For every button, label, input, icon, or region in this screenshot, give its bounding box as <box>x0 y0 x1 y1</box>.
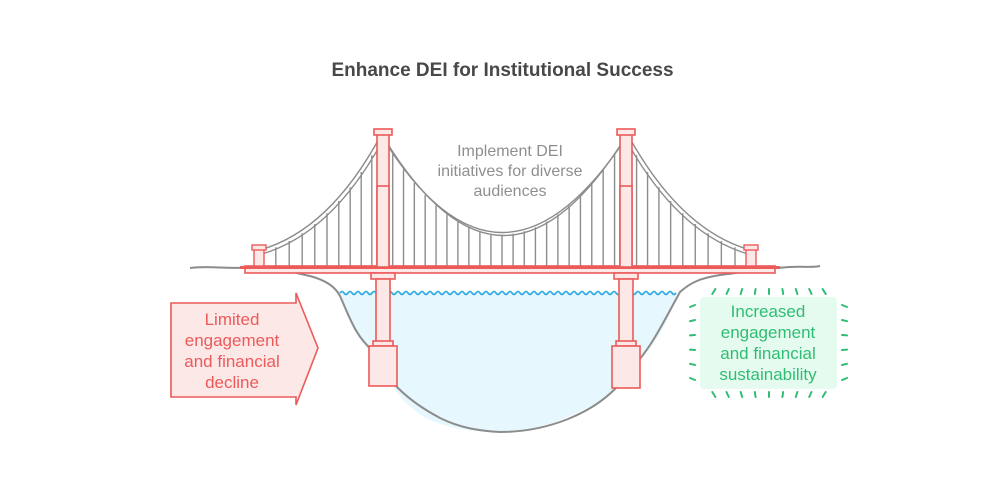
glow-ray <box>841 377 848 381</box>
bridge-deck <box>240 265 780 274</box>
end-label-line: engagement <box>720 323 816 342</box>
glow-ray <box>781 288 785 295</box>
valley-water <box>338 292 677 432</box>
glow-ray <box>689 319 696 323</box>
glow-ray <box>739 288 744 295</box>
start-label-line: Limited <box>204 310 260 329</box>
bridge-label-line: audiences <box>473 183 547 200</box>
glow-ray <box>841 304 848 308</box>
start-label-line: engagement <box>184 331 280 350</box>
glow-ray <box>739 391 744 398</box>
glow-rays <box>689 288 848 398</box>
diagram-title: Enhance DEI for Institutional Success <box>331 60 674 81</box>
end-state-label: Increased engagement and financial susta… <box>703 301 833 385</box>
glow-ray <box>689 377 696 381</box>
start-label-line: decline <box>205 373 259 392</box>
glow-ray <box>725 391 730 398</box>
glow-ray <box>725 288 730 295</box>
glow-ray <box>794 288 799 295</box>
end-label-line: Increased <box>730 302 806 321</box>
start-state-label: Limited engagement and financial decline <box>172 309 292 393</box>
glow-ray <box>781 391 785 398</box>
glow-ray <box>841 319 848 323</box>
glow-ray <box>794 391 799 398</box>
end-label-line: and financial <box>720 344 816 363</box>
glow-ray <box>711 288 717 295</box>
ground-line <box>189 265 821 434</box>
glow-ray <box>753 391 757 398</box>
bridge-label-line: Implement DEI <box>457 143 563 160</box>
glow-ray <box>821 391 827 398</box>
glow-ray <box>753 288 757 295</box>
end-state-box <box>700 297 837 389</box>
bridge-label: Implement DEI initiatives for diverse au… <box>420 142 600 202</box>
glow-ray <box>808 391 813 398</box>
glow-ray <box>841 362 848 366</box>
glow-ray <box>689 304 696 308</box>
glow-ray <box>689 362 696 366</box>
bridge-tower-left <box>368 128 398 387</box>
main-cables <box>259 134 751 255</box>
end-posts <box>251 244 759 267</box>
suspender-cables <box>275 153 736 266</box>
end-label-line: sustainability <box>719 365 817 384</box>
bridge-tower-right <box>611 128 641 389</box>
glow-ray <box>808 288 813 295</box>
bridge-label-line: initiatives for diverse <box>437 163 583 180</box>
start-label-line: and financial <box>184 352 280 371</box>
glow-ray <box>711 391 717 398</box>
start-state-arrow <box>170 292 319 406</box>
glow-ray <box>821 288 827 295</box>
